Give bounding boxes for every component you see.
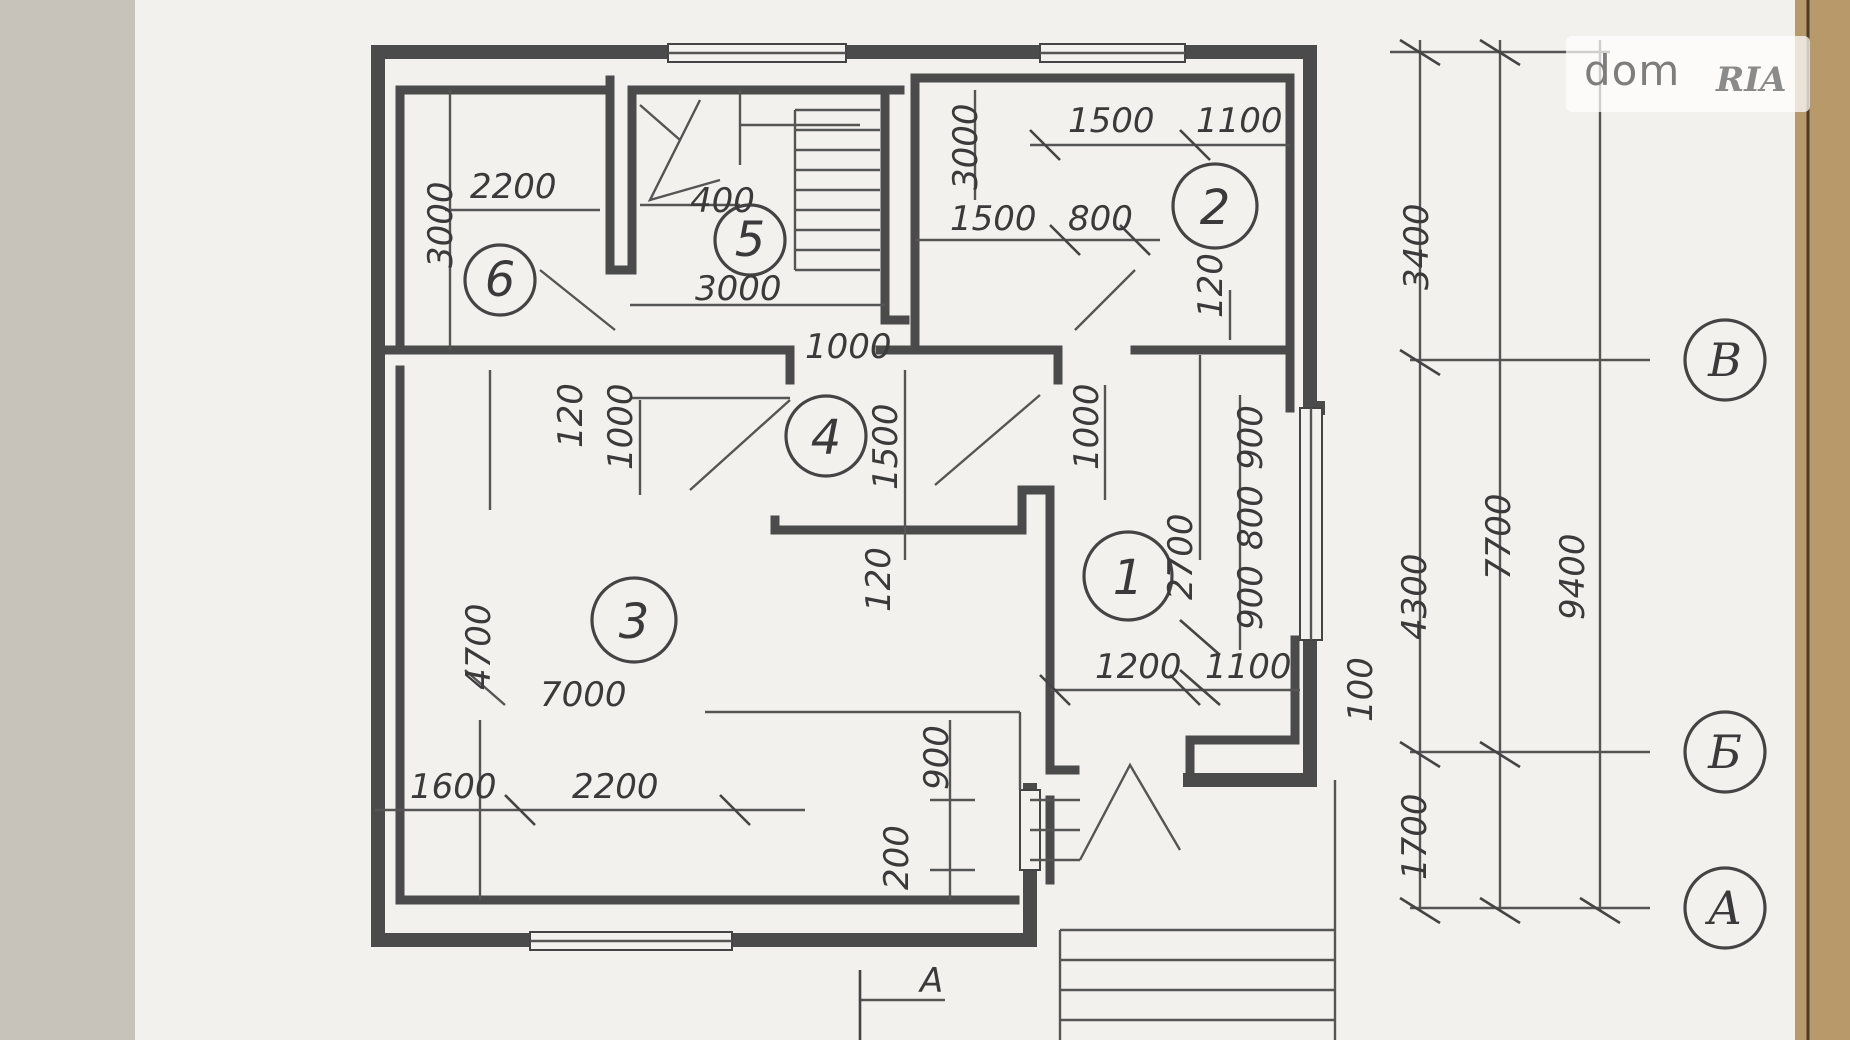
dim-r4-right: 1000: [1067, 383, 1107, 470]
dim-r2-mid-a: 1500: [950, 199, 1037, 239]
dim-r1-height: 2700: [1161, 513, 1201, 600]
dim-r4-left: 1000: [601, 383, 641, 470]
room-3-number: 3: [619, 594, 650, 650]
interior-walls: [373, 73, 1300, 905]
dim-r2-mid-b: 800: [1068, 199, 1133, 239]
dim-total-top: 3400: [1397, 203, 1437, 290]
dim-r4-left-small: 120: [551, 383, 591, 448]
dim-r2-top-a: 1500: [1068, 101, 1155, 141]
dim-r5-width: 3000: [695, 269, 782, 309]
axis-b-marker: [1683, 710, 1767, 794]
dim-r2-height: 3000: [946, 103, 986, 190]
dim-r1-win-b: 800: [1231, 485, 1271, 550]
room-5-number: 5: [735, 212, 766, 268]
dim-total-b: 9400: [1553, 533, 1593, 620]
dim-r2-top-b: 1100: [1196, 101, 1283, 141]
dim-r3-bottom: 200: [877, 825, 917, 890]
room-4-marker: [784, 394, 868, 478]
dim-r1-win-a: 900: [1231, 405, 1271, 470]
room-3-marker: [590, 576, 678, 664]
dim-r4-top: 1000: [805, 327, 892, 367]
dim-r6-width: 2200: [470, 167, 557, 207]
dim-r5-small: 400: [690, 181, 755, 221]
dim-r3-mid: 2200: [572, 767, 659, 807]
room-1-marker: [1082, 530, 1174, 622]
axis-b-label: Б: [1707, 725, 1742, 779]
dim-r1-w-a: 1200: [1095, 647, 1182, 687]
dim-r1-small: 100: [1341, 657, 1381, 722]
dim-r4-mid: 1500: [866, 403, 906, 490]
dim-r3-width: 7000: [540, 675, 627, 715]
dim-r2-small: 120: [1191, 253, 1231, 318]
right-edge: [1795, 0, 1850, 1040]
section-mark-label: A: [918, 961, 943, 1001]
watermark: dom RIA: [1566, 36, 1810, 112]
room-2-number: 2: [1200, 180, 1231, 236]
room-1-number: 1: [1113, 550, 1144, 606]
axis-a-marker: [1683, 866, 1767, 950]
paper-sheet: [135, 0, 1795, 1040]
dim-total-a: 7700: [1479, 493, 1519, 580]
axis-v-label: В: [1707, 333, 1742, 387]
room-2-marker: [1171, 162, 1259, 250]
dimension-ticks: [504, 38, 1621, 925]
dim-total-bottom: 1700: [1395, 793, 1435, 880]
room-4-number: 4: [811, 410, 842, 466]
axis-a-label: А: [1705, 881, 1743, 935]
watermark-brand: dom: [1584, 46, 1681, 95]
left-binding: [0, 0, 150, 1040]
dim-total-mid: 4300: [1395, 553, 1435, 640]
dim-r3-height: 4700: [459, 603, 499, 690]
room-6-marker: [463, 243, 537, 317]
dim-r3-window: 900: [917, 725, 957, 790]
dimension-labels: 2200 3000 400 3000 3000 1500 1100 1500 8…: [410, 101, 1593, 1001]
room-labels: 2 3 4 5 6 1: [463, 162, 1259, 664]
dim-r3-left: 1600: [410, 767, 497, 807]
staircase: [639, 90, 880, 272]
dim-r4-bottom-small: 120: [859, 547, 899, 612]
axis-v-marker: [1683, 318, 1767, 402]
dimension-lines: [375, 40, 1650, 1040]
room-6-number: 6: [485, 252, 516, 308]
watermark-suffix: RIA: [1716, 60, 1787, 100]
dim-r1-win-c: 900: [1231, 565, 1271, 630]
entrance-steps: [1030, 762, 1337, 1040]
room-5-marker: [713, 203, 787, 277]
dim-r1-w-b: 1100: [1205, 647, 1292, 687]
dim-r6-height: 3000: [421, 181, 461, 268]
axis-markers: В Б А: [1683, 318, 1767, 950]
